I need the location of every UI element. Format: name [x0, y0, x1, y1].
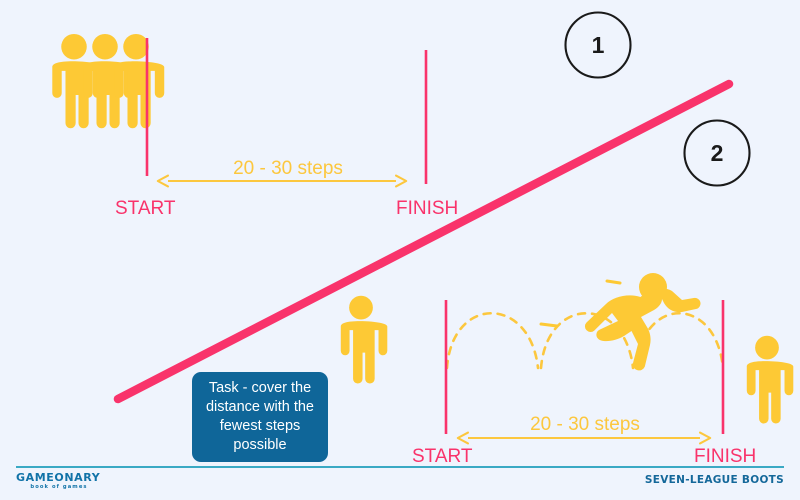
panel-1-group: 20 - 30 steps START FINISH [52, 33, 458, 219]
brand-logo-tagline: book of games [30, 484, 88, 490]
footer-divider [16, 466, 784, 468]
badge-2-label: 2 [711, 140, 724, 166]
standing-person-3 [114, 33, 165, 129]
panel-badges: 1 2 [564, 11, 751, 187]
panel-2-group: 20 - 30 steps START FINISH [340, 273, 794, 467]
jump-arc-3 [634, 312, 725, 370]
panel-2-measure-label: 20 - 30 steps [530, 414, 640, 435]
badge-1-label: 1 [592, 32, 605, 58]
jump-arc-group [445, 312, 725, 370]
task-callout-box: Task - cover the distance with the fewes… [192, 372, 328, 462]
badge-1-circle [564, 11, 632, 79]
brand-logo-wordmark: GAMEONARY [16, 471, 101, 484]
game-title-footer: SEVEN-LEAGUE BOOTS [644, 474, 784, 486]
panel-1-start-label: START [115, 198, 176, 219]
jump-arc-1 [445, 312, 540, 370]
panel-1-measure-label: 20 - 30 steps [233, 158, 343, 179]
leaping-person [539, 273, 701, 371]
brand-logo: GAMEONARY book of games [16, 472, 136, 491]
standing-person-mid [340, 295, 388, 384]
panel-2-start-label: START [412, 446, 473, 467]
panel-2-finish-label: FINISH [694, 446, 756, 467]
panel-1-finish-label: FINISH [396, 198, 458, 219]
standing-person-finish [746, 335, 794, 424]
badge-2-circle [683, 119, 751, 187]
task-callout-text: Task - cover the distance with the fewes… [205, 380, 314, 453]
jump-arc-2 [539, 312, 635, 370]
diagonal-divider-line [113, 79, 734, 404]
